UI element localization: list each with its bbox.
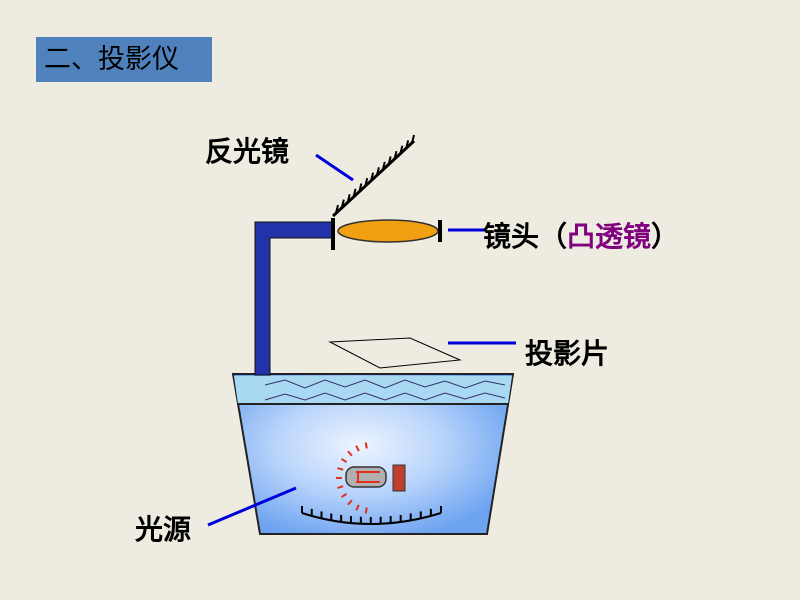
stroke-mark	[340, 493, 348, 498]
bulb-icon	[336, 442, 406, 514]
stroke-mark	[346, 193, 351, 203]
stroke-mark	[411, 134, 415, 144]
leader-lines	[207, 153, 516, 527]
slide-label: 投影片	[525, 337, 610, 370]
section-title: 二、投影仪	[36, 37, 212, 82]
stroke-mark	[340, 458, 348, 463]
stroke-mark	[375, 167, 380, 176]
stroke-mark	[364, 507, 368, 514]
light-box	[231, 373, 515, 535]
mirror-icon	[331, 134, 416, 218]
support-arm	[254, 221, 334, 376]
lens-type: 凸透镜	[567, 220, 652, 253]
stroke-mark	[355, 445, 360, 452]
light-source-label: 光源	[135, 513, 192, 546]
stroke-mark	[387, 156, 392, 165]
mirror-label: 反光镜	[205, 135, 290, 168]
stroke-mark	[381, 161, 386, 171]
stroke-mark	[399, 145, 404, 155]
stroke-mark	[337, 485, 344, 489]
stroke-mark	[364, 177, 369, 187]
lens-label-prefix: 镜头（	[483, 220, 568, 253]
convex-lens-icon	[337, 219, 439, 243]
stroke-mark	[340, 199, 345, 208]
stroke-mark	[352, 188, 357, 198]
water-band	[234, 376, 512, 404]
stroke-mark	[364, 442, 368, 449]
lens-label-suffix: ）	[651, 220, 680, 253]
stroke-mark	[337, 467, 344, 471]
lens-label: 镜头（凸透镜）	[483, 215, 679, 255]
stroke-mark	[405, 140, 410, 149]
stroke-mark	[393, 150, 398, 160]
stroke-mark	[370, 172, 375, 181]
slide-icon	[328, 337, 462, 369]
stroke-mark	[347, 450, 353, 457]
stroke-mark	[335, 204, 339, 214]
stroke-mark	[355, 504, 360, 511]
stroke-mark	[347, 499, 353, 506]
stroke-mark	[358, 183, 363, 192]
